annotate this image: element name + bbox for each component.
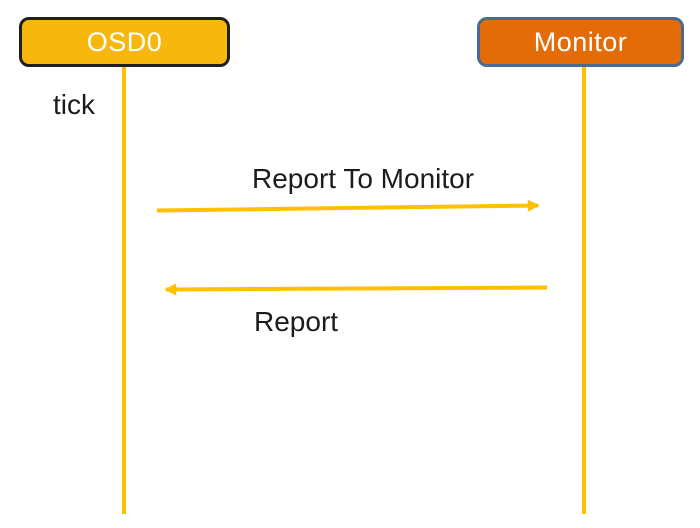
message-label-report: Report <box>254 306 339 337</box>
tick-label: tick <box>53 89 95 120</box>
message-label-report-to-monitor: Report To Monitor <box>252 163 475 194</box>
actor-osd0-label: OSD0 <box>86 26 163 57</box>
actor-box-osd0: OSD0 <box>19 17 230 67</box>
actor-box-monitor: Monitor <box>477 17 684 67</box>
actor-monitor-label: Monitor <box>533 26 628 57</box>
message-arrow-report <box>164 283 548 296</box>
message-arrow-report-to-monitor <box>156 199 540 213</box>
